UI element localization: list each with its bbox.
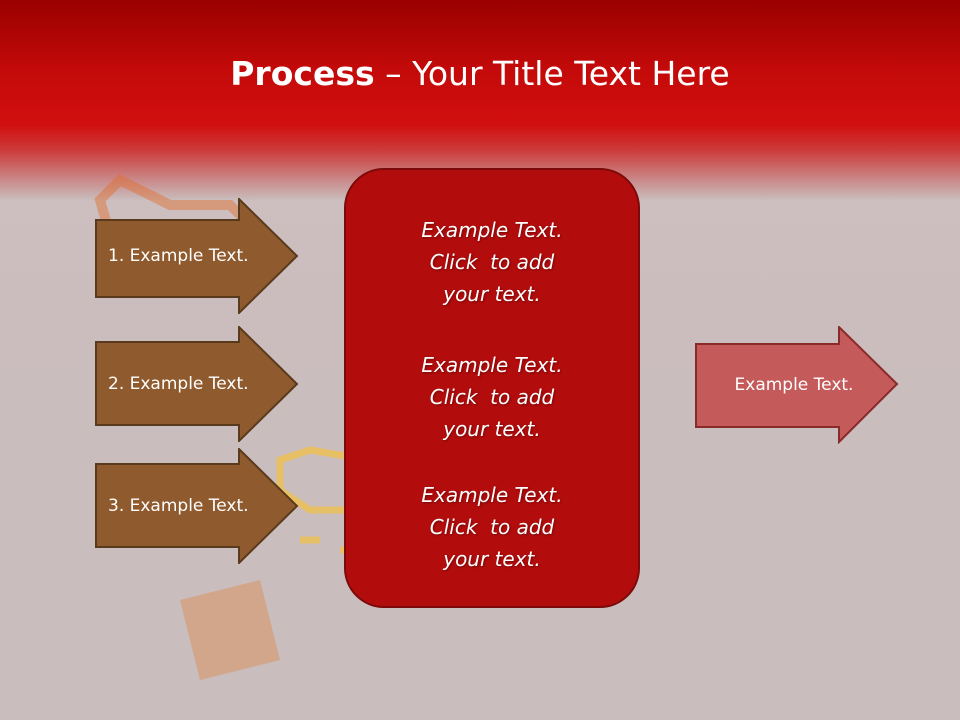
arrow-shape (695, 326, 899, 444)
text-line: Example Text. (421, 218, 563, 242)
center-text-box[interactable]: Example Text. Click to add your text. Ex… (344, 168, 640, 608)
result-label: Example Text. (734, 375, 854, 395)
result-arrow[interactable]: Example Text. (695, 326, 899, 444)
arrow-shape (95, 198, 299, 314)
text-line: your text. (443, 282, 541, 306)
step-label-1: 1. Example Text. (108, 246, 249, 266)
title-rest: – Your Title Text Here (374, 54, 730, 93)
text-line: your text. (443, 417, 541, 441)
slide-title[interactable]: Process – Your Title Text Here (0, 52, 960, 96)
center-text-block-3: Example Text. Click to add your text. (346, 479, 638, 575)
step-label-3: 3. Example Text. (108, 496, 249, 516)
text-line: Click to add (429, 385, 555, 409)
center-text-block-2: Example Text. Click to add your text. (346, 349, 638, 445)
step-label-2: 2. Example Text. (108, 374, 249, 394)
text-line: Example Text. (421, 353, 563, 377)
arrow-shape (95, 326, 299, 442)
step-arrow-3[interactable]: 3. Example Text. (95, 448, 299, 564)
arrow-shape (95, 448, 299, 564)
title-strong: Process (230, 54, 375, 93)
step-arrow-1[interactable]: 1. Example Text. (95, 198, 299, 314)
step-arrow-2[interactable]: 2. Example Text. (95, 326, 299, 442)
text-line: Click to add (429, 515, 555, 539)
text-line: Click to add (429, 250, 555, 274)
text-line: Example Text. (421, 483, 563, 507)
center-text-block-1: Example Text. Click to add your text. (346, 214, 638, 310)
text-line: your text. (443, 547, 541, 571)
header-banner (0, 0, 960, 200)
